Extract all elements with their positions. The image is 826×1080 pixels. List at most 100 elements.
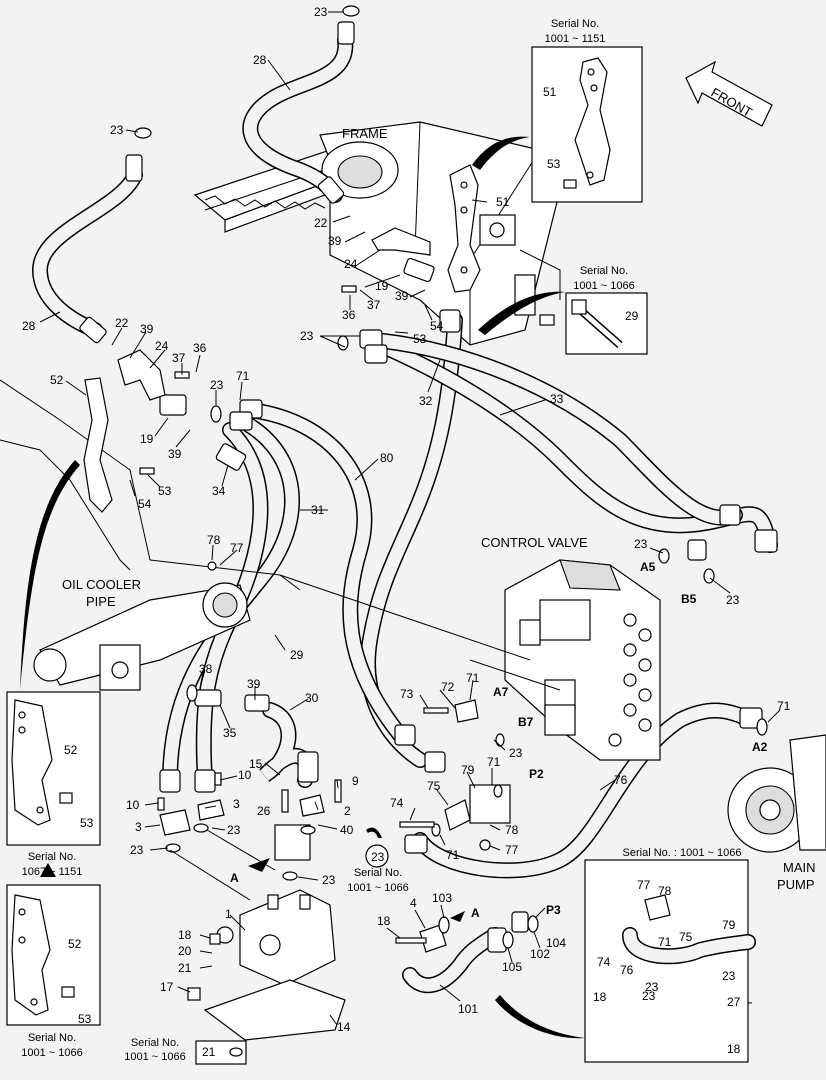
label-oil-cooler-1: OIL COOLER bbox=[62, 577, 141, 592]
label-control-valve: CONTROL VALVE bbox=[481, 535, 588, 550]
label-A5: A5 bbox=[640, 560, 656, 574]
serial-21-title: Serial No. bbox=[131, 1037, 179, 1049]
label-oil-cooler-2: PIPE bbox=[86, 594, 116, 609]
flange-4 bbox=[419, 924, 447, 953]
inset-pointer-triangle bbox=[40, 863, 56, 877]
callout-51: 51 bbox=[496, 195, 510, 209]
callout-18: 18 bbox=[178, 928, 192, 942]
callout-38: 38 bbox=[199, 662, 213, 676]
lower-valve-block bbox=[203, 824, 346, 1041]
callout-23: 23 bbox=[722, 969, 736, 983]
callout-53: 53 bbox=[78, 1012, 92, 1026]
callout-23: 23 bbox=[314, 5, 328, 19]
callout-1: 1 bbox=[225, 907, 232, 921]
callout-71: 71 bbox=[236, 369, 250, 383]
label-A-mid: A bbox=[471, 906, 480, 920]
callout-18: 18 bbox=[593, 990, 607, 1004]
callout-18: 18 bbox=[727, 1042, 741, 1056]
callout-35: 35 bbox=[223, 726, 237, 740]
label-frame: FRAME bbox=[342, 126, 388, 141]
callout-53: 53 bbox=[413, 332, 427, 346]
callout-23: 23 bbox=[645, 980, 659, 994]
serial-1066l-range: 1001 ~ 1066 bbox=[21, 1047, 82, 1059]
callout-73: 73 bbox=[400, 687, 414, 701]
callout-swoosh-top bbox=[472, 136, 530, 170]
callout-76: 76 bbox=[620, 963, 634, 977]
callout-23: 23 bbox=[300, 329, 314, 343]
control-valve bbox=[504, 559, 661, 761]
callout-15: 15 bbox=[249, 757, 263, 771]
callout-71: 71 bbox=[777, 699, 791, 713]
flange-3a bbox=[159, 809, 191, 836]
serial-23-range: 1001 ~ 1066 bbox=[347, 882, 408, 894]
callout-23: 23 bbox=[227, 823, 241, 837]
callout-76: 76 bbox=[614, 773, 628, 787]
bracket-51 bbox=[447, 164, 481, 293]
callout-21: 21 bbox=[202, 1045, 216, 1059]
callout-31: 31 bbox=[311, 503, 325, 517]
label-B5: B5 bbox=[681, 592, 697, 606]
circled-23-marker bbox=[365, 844, 389, 868]
callout-24: 24 bbox=[155, 339, 169, 353]
callout-23: 23 bbox=[726, 593, 740, 607]
inset-part-21 bbox=[195, 1040, 247, 1065]
label-A2: A2 bbox=[752, 740, 768, 754]
callout-39: 39 bbox=[247, 677, 261, 691]
serial-1066-title: Serial No. bbox=[580, 265, 628, 277]
inset-bracket-51 bbox=[574, 57, 611, 186]
callout-101: 101 bbox=[458, 1002, 478, 1016]
callout-71: 71 bbox=[466, 671, 480, 685]
arrow-A-left bbox=[248, 858, 270, 872]
callout-51: 51 bbox=[543, 85, 557, 99]
callout-37: 37 bbox=[172, 351, 186, 365]
callout-78: 78 bbox=[658, 884, 672, 898]
block-79 bbox=[469, 784, 511, 824]
callout-36: 36 bbox=[193, 341, 207, 355]
callout-33: 33 bbox=[550, 392, 564, 406]
callout-39: 39 bbox=[328, 234, 342, 248]
callout-74: 74 bbox=[597, 955, 611, 969]
callout-74: 74 bbox=[390, 796, 404, 810]
callout-3: 3 bbox=[135, 820, 142, 834]
callout-10: 10 bbox=[238, 768, 252, 782]
callout-29: 29 bbox=[290, 648, 304, 662]
callout-19: 19 bbox=[140, 432, 154, 446]
callout-3: 3 bbox=[233, 797, 240, 811]
serial-1067-title: Serial No. bbox=[28, 851, 76, 863]
callout-18: 18 bbox=[377, 914, 391, 928]
callout-39: 39 bbox=[395, 289, 409, 303]
callout-78: 78 bbox=[505, 823, 519, 837]
callout-75: 75 bbox=[427, 779, 441, 793]
callout-54: 54 bbox=[430, 319, 444, 333]
callout-20: 20 bbox=[178, 944, 192, 958]
serial-bottom-right: Serial No. : 1001 ~ 1066 bbox=[623, 847, 742, 859]
callout-71: 71 bbox=[446, 848, 460, 862]
callout-103: 103 bbox=[432, 891, 452, 905]
callout-53: 53 bbox=[158, 484, 172, 498]
callout-30: 30 bbox=[305, 691, 319, 705]
callout-71: 71 bbox=[658, 935, 672, 949]
callout-53: 53 bbox=[547, 157, 561, 171]
front-arrow bbox=[685, 60, 773, 127]
callout-77: 77 bbox=[637, 878, 651, 892]
flange-3b bbox=[197, 799, 225, 821]
callout-40: 40 bbox=[340, 823, 354, 837]
serial-1066-range: 1001 ~ 1066 bbox=[573, 280, 634, 292]
callout-71: 71 bbox=[487, 755, 501, 769]
callout-79: 79 bbox=[461, 763, 475, 777]
callout-75: 75 bbox=[679, 930, 693, 944]
flange-2 bbox=[299, 794, 325, 817]
callout-78: 78 bbox=[207, 533, 221, 547]
callout-24: 24 bbox=[344, 257, 358, 271]
label-P3: P3 bbox=[546, 903, 561, 917]
serial-23-title: Serial No. bbox=[354, 867, 402, 879]
callout-swoosh-bottom bbox=[495, 995, 585, 1039]
callout-79: 79 bbox=[722, 918, 736, 932]
bracket-24 bbox=[117, 349, 166, 401]
callout-swoosh-mid bbox=[366, 827, 382, 838]
callout-102: 102 bbox=[530, 947, 550, 961]
callout-80: 80 bbox=[380, 451, 394, 465]
callout-swoosh-left bbox=[20, 460, 80, 690]
